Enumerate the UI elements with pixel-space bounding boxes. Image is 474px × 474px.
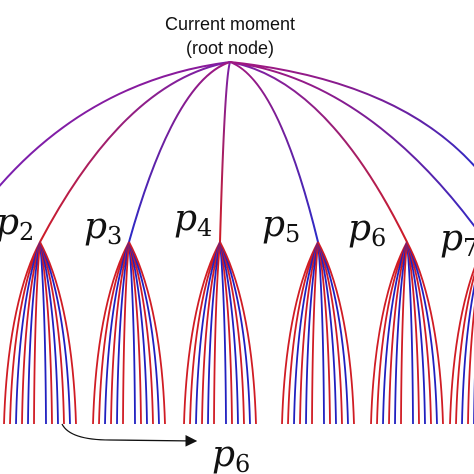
fan-branch xyxy=(455,273,474,425)
root-edge-7 xyxy=(229,61,474,228)
arrow-target-label: p6 xyxy=(212,434,250,474)
node-label-p7: p7 xyxy=(440,218,474,262)
fan-branch xyxy=(219,241,257,425)
fan-p5 xyxy=(281,241,355,425)
fan-p6 xyxy=(370,241,444,425)
fan-branch xyxy=(39,241,47,425)
fan-branch xyxy=(317,241,355,425)
fan-branch xyxy=(39,241,77,425)
root-edge-8 xyxy=(229,61,474,168)
fan-branch xyxy=(400,241,408,425)
node-label-subscript: 6 xyxy=(371,224,386,252)
fan-branch xyxy=(33,241,41,425)
node-label-subscript: 7 xyxy=(463,234,474,262)
node-label-letter: p xyxy=(0,202,19,243)
fan-branch xyxy=(128,241,166,425)
transition-arrow xyxy=(61,423,198,447)
node-label-p6: p6 xyxy=(348,208,386,252)
node-label-p2: p2 xyxy=(0,202,34,246)
node-label-subscript: 5 xyxy=(285,220,300,248)
fan-branch xyxy=(317,241,325,425)
fan-branch xyxy=(219,241,227,425)
root-label-line2: (root node) xyxy=(186,38,274,58)
root-edge-2 xyxy=(39,61,231,243)
fan-p4 xyxy=(183,241,257,425)
arrow-target-subscript: 6 xyxy=(235,450,250,474)
fan-branch xyxy=(213,241,221,425)
node-label-subscript: 3 xyxy=(107,222,122,250)
node-label-subscript: 2 xyxy=(19,218,34,246)
root-edge-6 xyxy=(229,61,408,243)
root-edge-4 xyxy=(219,61,231,243)
node-label-letter: p xyxy=(174,198,197,239)
fan-branch xyxy=(449,266,474,425)
node-label-letter: p xyxy=(262,204,285,245)
arrow-target-letter: p xyxy=(212,434,235,474)
node-label-letter: p xyxy=(84,206,107,247)
fan-branch xyxy=(467,305,474,425)
subtree-fans xyxy=(3,241,474,425)
fan-p2 xyxy=(3,241,77,425)
fan-branch xyxy=(406,241,414,425)
node-label-p5: p5 xyxy=(262,204,300,248)
fan-branch xyxy=(122,241,130,425)
node-label-letter: p xyxy=(440,218,463,259)
fan-branch xyxy=(311,241,319,425)
node-label-p3: p3 xyxy=(84,206,122,250)
node-label-subscript: 4 xyxy=(197,214,212,242)
root-edge-1 xyxy=(0,61,231,187)
node-label-letter: p xyxy=(348,208,371,249)
fan-branch xyxy=(406,241,444,425)
fan-p7 xyxy=(449,266,474,425)
root-label-line1: Current moment xyxy=(165,14,295,34)
root-edges xyxy=(0,61,474,243)
root-edge-5 xyxy=(229,61,319,243)
fan-branch xyxy=(128,241,136,425)
root-edge-3 xyxy=(128,61,231,243)
fan-p3 xyxy=(92,241,166,425)
node-labels: p2p3p4p5p6p7 xyxy=(0,198,474,262)
node-label-p4: p4 xyxy=(174,198,212,242)
